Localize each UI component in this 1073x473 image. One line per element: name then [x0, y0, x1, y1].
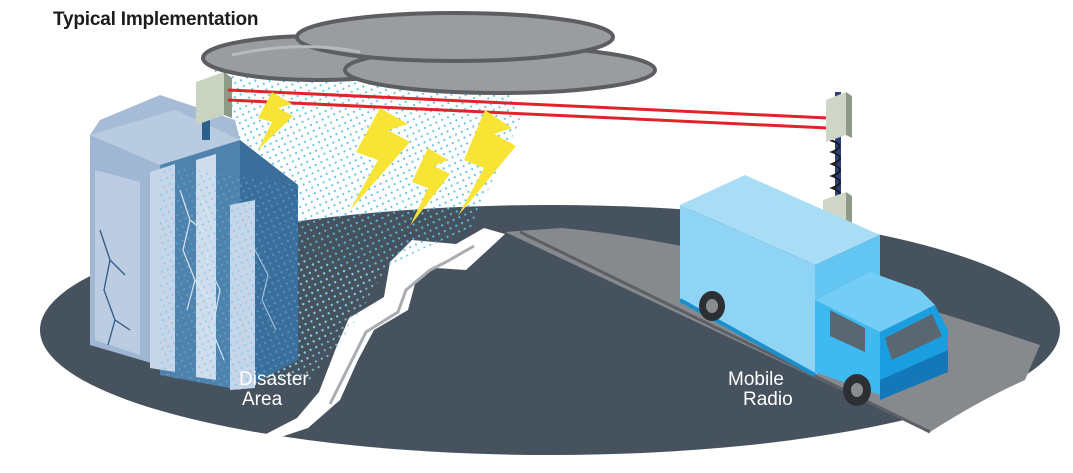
antenna-icon: [196, 72, 232, 140]
cloud-icon: [201, 11, 657, 95]
mobile-radio-label-line2: Radio: [743, 389, 793, 410]
disaster-area-label-line1: Disaster: [239, 369, 309, 390]
mobile-radio-label-line1: Mobile: [728, 369, 784, 390]
page-title: Typical Implementation: [53, 9, 259, 30]
ground-crack: [266, 228, 505, 440]
truck-icon: [679, 175, 948, 406]
disaster-area-label-line2: Area: [242, 389, 283, 410]
lightning-bolt-icon: [258, 92, 516, 226]
radio-link-icon: [227, 88, 829, 130]
